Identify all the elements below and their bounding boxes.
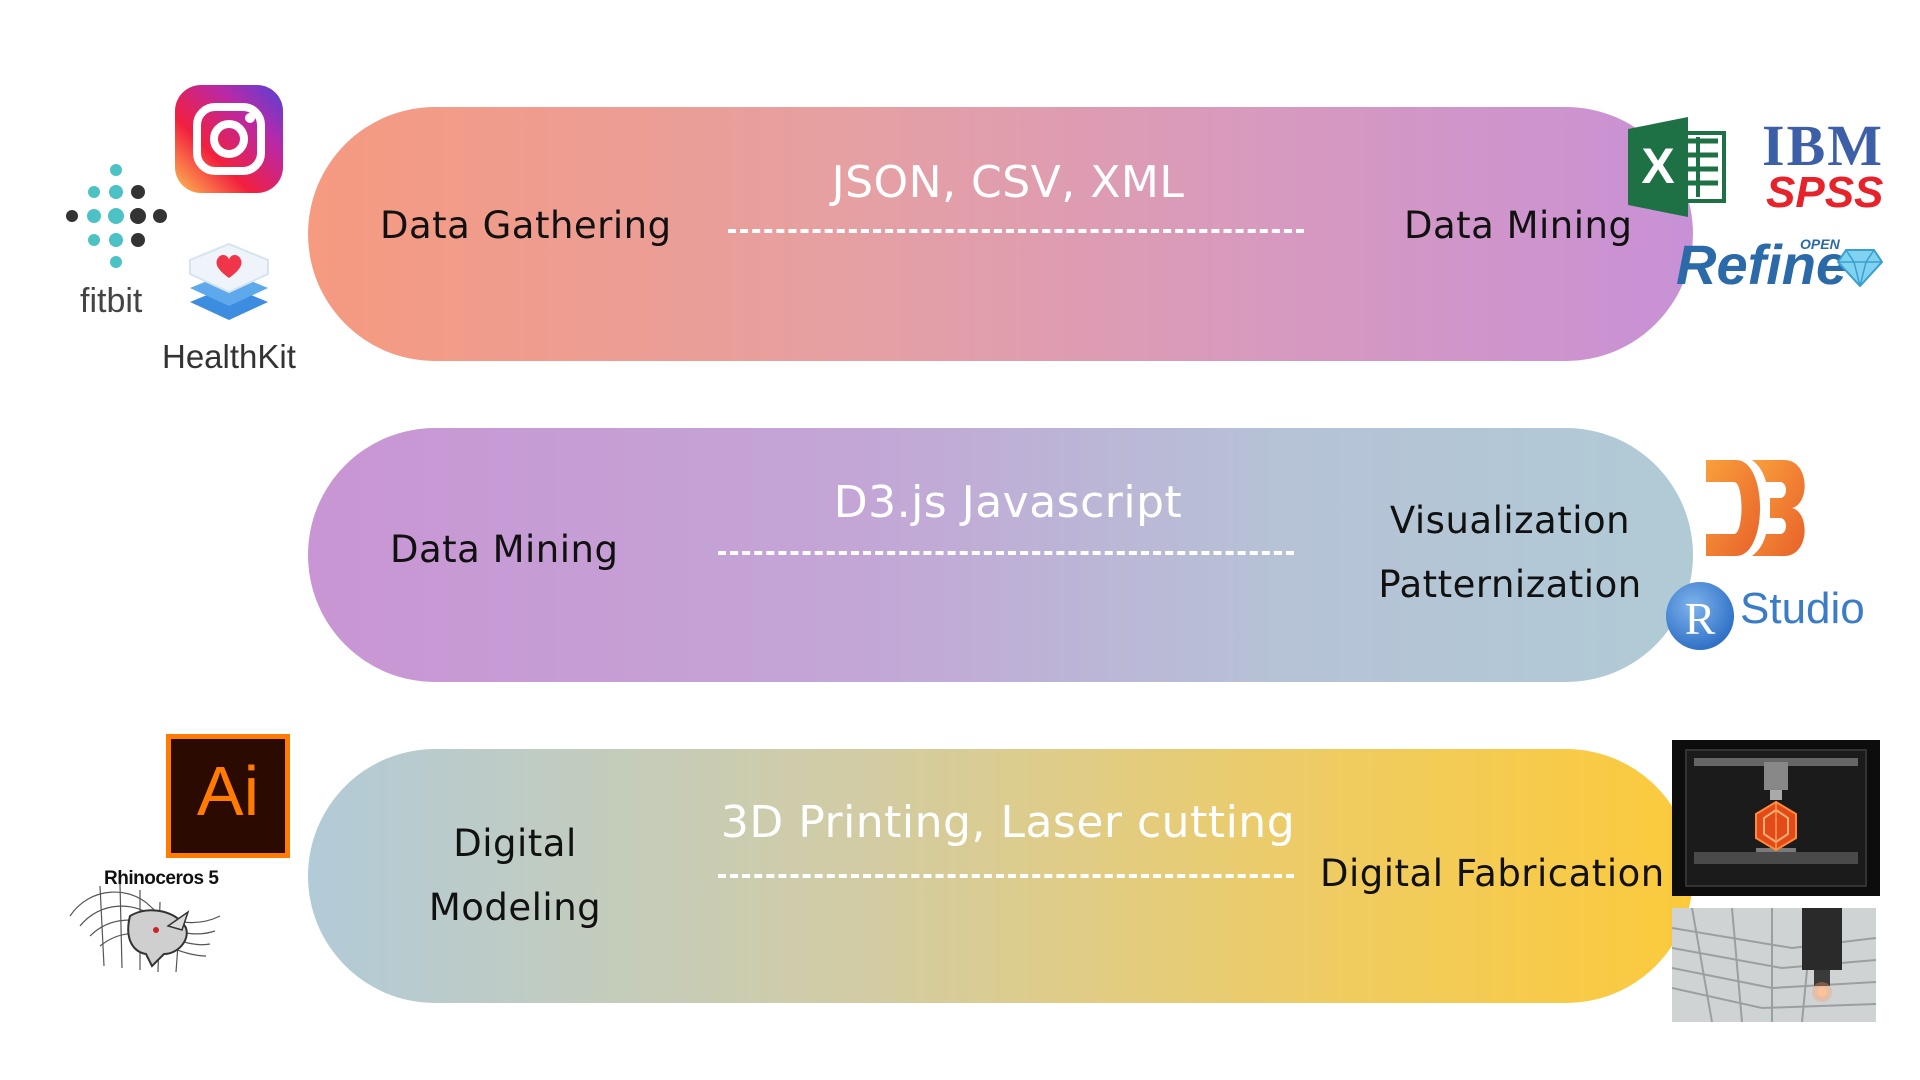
3d-printer-photo — [1672, 740, 1880, 896]
row1-right-label: Data Mining — [1404, 204, 1633, 247]
illustrator-icon: Ai — [166, 734, 290, 858]
row2-right-label-patternization: Patternization — [1378, 563, 1642, 606]
ibm-wordmark: IBM — [1762, 113, 1884, 178]
healthkit-icon — [188, 238, 270, 328]
rhinoceros-version: 5 — [208, 868, 219, 889]
d3-logo-icon — [1706, 460, 1810, 556]
row2-middle-label: D3.js Javascript — [833, 477, 1183, 528]
rhinoceros-icon — [60, 856, 230, 984]
fitbit-dots-icon — [60, 162, 180, 274]
row3-left-label-modeling: Modeling — [428, 886, 602, 929]
row3-right-label: Digital Fabrication — [1320, 852, 1665, 895]
row2-dashed-connector — [718, 551, 1294, 555]
healthkit-wordmark: HealthKit — [162, 338, 296, 375]
pipeline-row-mining — [308, 428, 1693, 682]
row1-middle-label: JSON, CSV, XML — [831, 157, 1185, 208]
rhinoceros-name: Rhinoceros — [104, 868, 204, 889]
laser-cutter-photo — [1671, 907, 1877, 1023]
openrefine-open-label: OPEN — [1800, 236, 1840, 252]
spss-wordmark: SPSS — [1766, 168, 1884, 217]
illustrator-letters: Ai — [196, 752, 260, 830]
rstudio-r-letter: R — [1684, 593, 1716, 644]
row1-dashed-connector — [728, 229, 1304, 233]
rhinoceros-wordmark: Rhinoceros 5 — [104, 868, 219, 890]
instagram-icon — [175, 85, 283, 193]
rstudio-r-icon: R — [1664, 580, 1736, 652]
rstudio-wordmark: Studio — [1740, 584, 1865, 633]
pipeline-row-gathering — [308, 107, 1693, 361]
row3-left-label-digital: Digital — [453, 822, 577, 865]
fitbit-wordmark: fitbit — [80, 282, 143, 320]
row2-left-label: Data Mining — [390, 528, 619, 571]
row3-middle-label: 3D Printing, Laser cutting — [720, 797, 1296, 848]
row2-right-label-visualization: Visualization — [1389, 499, 1631, 542]
row3-dashed-connector — [718, 874, 1294, 878]
diamond-icon — [1836, 248, 1884, 288]
excel-icon: X — [1628, 117, 1728, 217]
row1-left-label: Data Gathering — [380, 204, 672, 247]
openrefine-wordmark: Refine — [1676, 233, 1848, 296]
excel-letter: X — [1641, 138, 1675, 194]
